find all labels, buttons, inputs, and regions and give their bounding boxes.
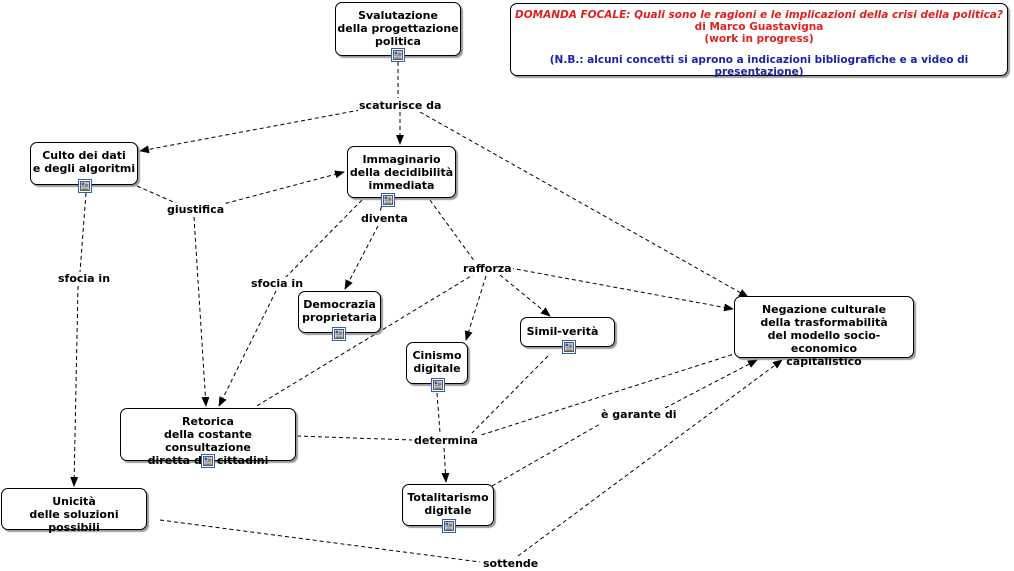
edge-immaginario-sfocia2 [284,199,363,279]
node-culto[interactable]: Culto dei dati e degli algoritmi [30,142,138,193]
link-label-determina: determina [413,434,479,447]
link-label-rafforza: rafforza [462,262,513,275]
edge-garante-negazione [664,359,758,409]
edge-rafforza-retorica [254,272,477,408]
edge-giustifica-immaginario [211,170,345,208]
document-icon[interactable] [201,454,215,468]
link-label-scaturisce-da: scaturisce da [358,99,443,112]
edge-simil-determina [471,355,549,434]
focal-note: (N.B.: alcuni concetti si aprono a indic… [549,54,969,78]
node-totalitarismo[interactable]: Totalitarismo digitale [402,484,494,533]
link-label-sottende: sottende [482,557,540,570]
link-label-giustifica: giustifica [166,203,226,216]
node-svalutazione[interactable]: Svalutazione della progettazione politic… [335,2,461,62]
node-democrazia[interactable]: Democrazia proprietaria [298,291,381,341]
edge-rafforza-negazione [509,267,734,312]
node-cinismo[interactable]: Cinismo digitale [406,342,468,392]
node-immaginario[interactable]: Immaginario della decidibilità immediata [347,146,456,207]
edge-culto-giustifica [136,185,179,205]
node-culto-label: Culto dei dati e degli algoritmi [32,149,136,175]
edge-totalitarismo-garante [491,423,601,487]
document-icon[interactable] [332,327,346,341]
node-unicita[interactable]: Unicità delle soluzioni possibili [1,488,147,534]
document-icon[interactable] [381,193,395,207]
node-immaginario-label: Immaginario della decidibilità immediata [349,153,454,192]
node-simil[interactable]: Simil-verità [520,317,615,354]
edge-giustifica-retorica [193,216,210,407]
focal-question: DOMANDA FOCALE: Quali sono le ragioni e … [515,9,1003,21]
edge-culto-sfocia [79,192,87,273]
link-label-sfocia-in-left: sfocia in [57,272,112,285]
node-negazione-label: Negazione culturale della trasformabilit… [760,303,888,368]
link-label-diventa: diventa [360,212,409,225]
node-cinismo-label: Cinismo digitale [412,349,462,375]
edge-rafforza-simil [499,274,551,317]
node-simil-label: Simil-verità [526,325,599,338]
focal-author: di Marco Guastavigna [694,21,824,33]
edge-determina-negazione [474,353,735,438]
node-totalitarismo-label: Totalitarismo digitale [407,491,489,517]
link-label-sfocia-in-mid: sfocia in [250,277,305,290]
edge-immaginario-rafforza [429,199,476,263]
edge-diventa-democrazia [344,225,379,290]
node-unicita-label: Unicità delle soluzioni possibili [29,495,119,534]
document-icon[interactable] [431,378,445,392]
edge-determina-totalitarismo [441,447,450,483]
focal-status: (work in progress) [704,33,814,45]
node-svalutazione-label: Svalutazione della progettazione politic… [337,9,459,48]
document-icon[interactable] [78,179,92,193]
link-label-garante: è garante di [600,408,678,421]
document-icon[interactable] [442,519,456,533]
focal-question-box: DOMANDA FOCALE: Quali sono le ragioni e … [510,3,1008,78]
node-retorica[interactable]: Retorica della costante consultazione di… [120,408,296,468]
edge-retorica-determina [296,435,413,441]
edge-sottende-negazione [517,359,783,557]
node-democrazia-label: Democrazia proprietaria [302,298,377,324]
edge-sfocia-unicita [70,285,79,487]
edge-unicita-sottende [159,519,481,563]
edge-scaturisce-culto [139,109,361,154]
node-negazione[interactable]: Negazione culturale della trasformabilit… [734,296,914,368]
edge-cinismo-determina [436,392,441,434]
document-icon[interactable] [562,340,576,354]
edge-sfocia2-retorica [218,290,277,407]
edge-rafforza-cinismo [464,275,487,341]
document-icon[interactable] [391,48,405,62]
